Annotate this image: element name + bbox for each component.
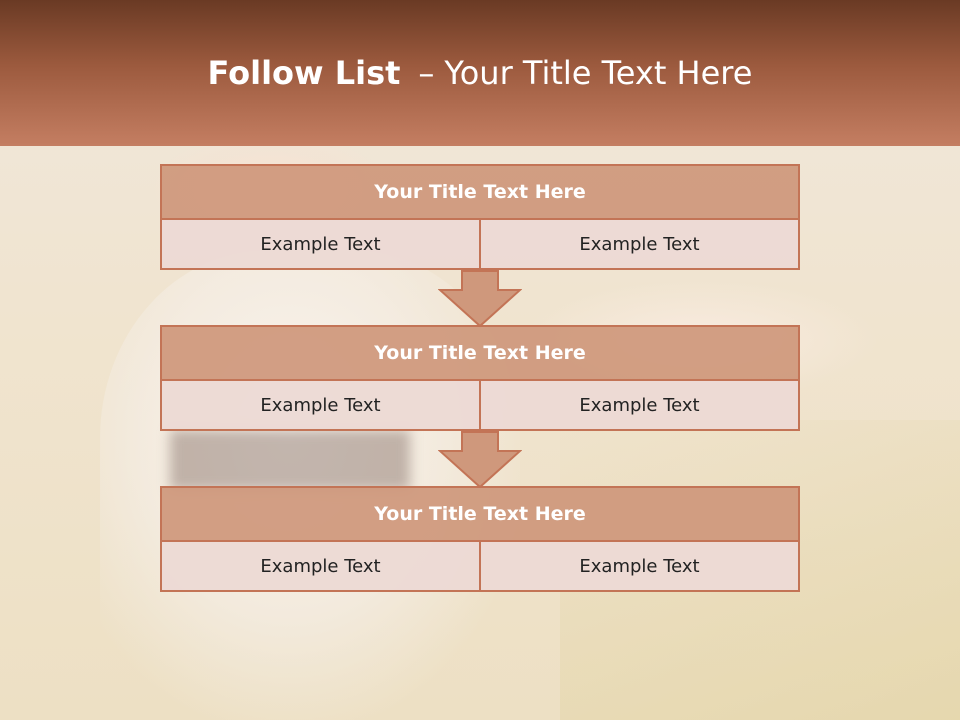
list-block-1: Your Title Text Here Example Text Exampl… [160,164,800,270]
block-row: Example Text Example Text [160,542,800,592]
block-cell-left[interactable]: Example Text [160,220,481,270]
block-title[interactable]: Your Title Text Here [160,486,800,542]
block-cell-left[interactable]: Example Text [160,542,481,592]
down-arrow-icon [438,431,522,489]
block-cell-right[interactable]: Example Text [481,381,800,431]
block-cell-right[interactable]: Example Text [481,542,800,592]
block-title[interactable]: Your Title Text Here [160,325,800,381]
list-block-2: Your Title Text Here Example Text Exampl… [160,325,800,431]
block-cell-left[interactable]: Example Text [160,381,481,431]
slide-title: Follow List–Your Title Text Here [208,54,753,92]
block-row: Example Text Example Text [160,381,800,431]
title-banner: Follow List–Your Title Text Here [0,0,960,146]
down-arrow-icon [438,270,522,328]
block-title[interactable]: Your Title Text Here [160,164,800,220]
block-cell-right[interactable]: Example Text [481,220,800,270]
title-bold-part: Follow List [207,54,401,92]
photo-shadow [170,430,410,490]
list-block-3: Your Title Text Here Example Text Exampl… [160,486,800,592]
title-separator: – [418,54,435,92]
title-rest-part: Your Title Text Here [444,54,753,92]
block-row: Example Text Example Text [160,220,800,270]
